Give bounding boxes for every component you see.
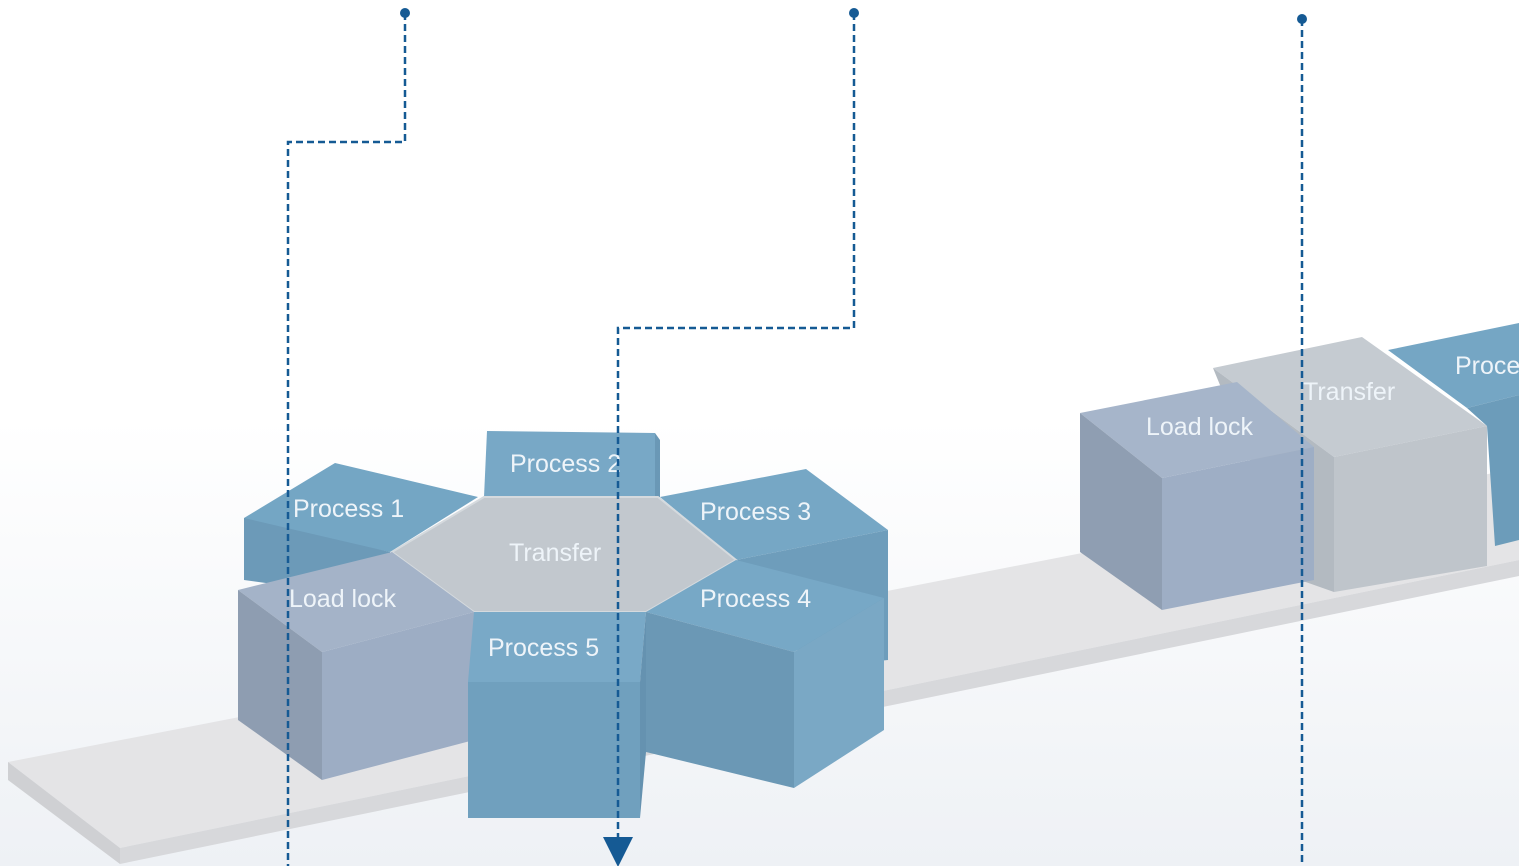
leader-dot-left bbox=[400, 8, 410, 18]
inline-process-label: Process bbox=[1455, 352, 1519, 380]
process-2-module: Process 2 bbox=[484, 431, 660, 497]
process-3-label: Process 3 bbox=[700, 498, 811, 526]
cluster-tool: Process 1 Process 2 Process 3 Transfer L… bbox=[238, 431, 888, 818]
process-2-label: Process 2 bbox=[510, 450, 621, 478]
leader-dot-right bbox=[1297, 14, 1307, 24]
load-lock-label: Load lock bbox=[289, 585, 397, 613]
leader-line-left bbox=[286, 13, 407, 866]
inline-process-module: Process bbox=[1388, 323, 1519, 546]
transfer-label: Transfer bbox=[509, 539, 601, 567]
process-4-label: Process 4 bbox=[700, 585, 811, 613]
leader-lines bbox=[286, 13, 1304, 866]
leader-line-center bbox=[603, 13, 856, 866]
process-5-label: Process 5 bbox=[488, 634, 599, 662]
leader-dot-center bbox=[849, 8, 859, 18]
inline-transfer-label: Transfer bbox=[1303, 378, 1395, 406]
inline-load-lock-module: Load lock bbox=[1080, 382, 1314, 610]
inline-load-lock-label: Load lock bbox=[1146, 413, 1254, 441]
load-lock-module: Load lock bbox=[238, 552, 474, 780]
process-5-module: Process 5 bbox=[468, 612, 646, 818]
leader-endpoints bbox=[400, 8, 1307, 24]
process-4-module: Process 4 bbox=[646, 560, 884, 788]
inline-tool: Transfer Process Load lock bbox=[1080, 323, 1519, 610]
process-1-label: Process 1 bbox=[293, 495, 404, 523]
